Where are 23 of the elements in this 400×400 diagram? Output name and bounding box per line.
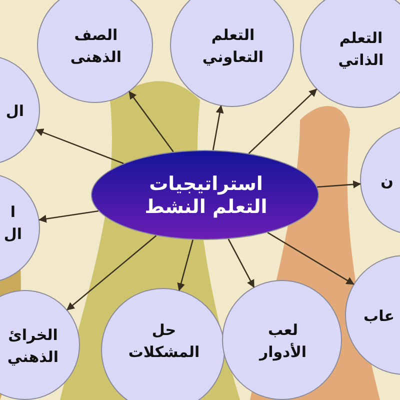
arrow: [128, 90, 174, 152]
circle-label: حل المشكلات: [127, 320, 201, 363]
circle-label: عاب: [362, 306, 396, 327]
circle-label: التعلم الذاتي: [337, 28, 385, 71]
arrow: [248, 88, 318, 154]
circle-label: التعلم التعاوني: [201, 25, 265, 68]
arrow: [267, 232, 354, 285]
arrow: [38, 210, 99, 223]
arrow: [35, 128, 124, 164]
circle-node: [300, 0, 400, 108]
circle-label: ال: [4, 101, 26, 122]
arrow: [228, 238, 254, 288]
circle-label: الصف الذهنى: [69, 25, 123, 68]
arrow: [317, 180, 362, 188]
circle-label: لعب الأدوار: [258, 320, 308, 363]
arrow: [66, 235, 157, 310]
arrow: [212, 105, 224, 150]
circle-label: ا ال: [3, 202, 23, 245]
ellipse-label: استراتيجيات التعلم النشط: [144, 173, 268, 219]
circle-node: [0, 290, 80, 400]
circle-label: الخرائ الذهني: [6, 325, 60, 368]
circle-label: ن: [380, 171, 394, 192]
arrow: [177, 240, 194, 292]
